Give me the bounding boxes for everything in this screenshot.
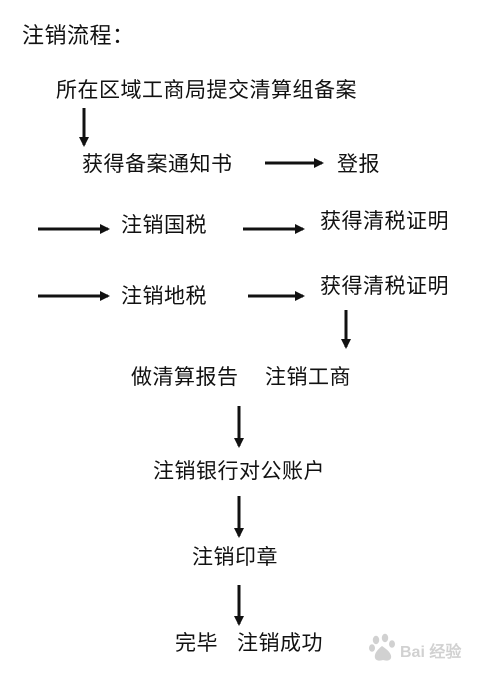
watermark-text: Bai 经验 <box>400 644 462 661</box>
step-cancel-national-tax: 注销国税 <box>121 213 207 237</box>
diagram-heading: 注销流程： <box>22 24 135 49</box>
step-cancel-bank-account: 注销银行对公账户 <box>153 459 325 483</box>
step-liquidation-report: 做清算报告 <box>131 365 239 389</box>
step-cancel-local-tax: 注销地税 <box>121 284 207 308</box>
step-submit-filing: 所在区域工商局提交清算组备案 <box>56 78 357 102</box>
baidu-watermark: Bai 经验 <box>366 628 470 668</box>
step-complete: 完毕 <box>175 631 218 655</box>
step-get-notice: 获得备案通知书 <box>82 152 233 176</box>
step-register: 登报 <box>337 152 380 176</box>
step-cancel-business: 注销工商 <box>265 365 351 389</box>
step-success: 注销成功 <box>237 631 323 655</box>
baidu-paw-icon <box>369 633 395 661</box>
step-get-tax-cert-2: 获得清税证明 <box>320 274 449 298</box>
step-get-tax-cert-1: 获得清税证明 <box>320 209 449 233</box>
step-cancel-seal: 注销印章 <box>192 545 278 569</box>
